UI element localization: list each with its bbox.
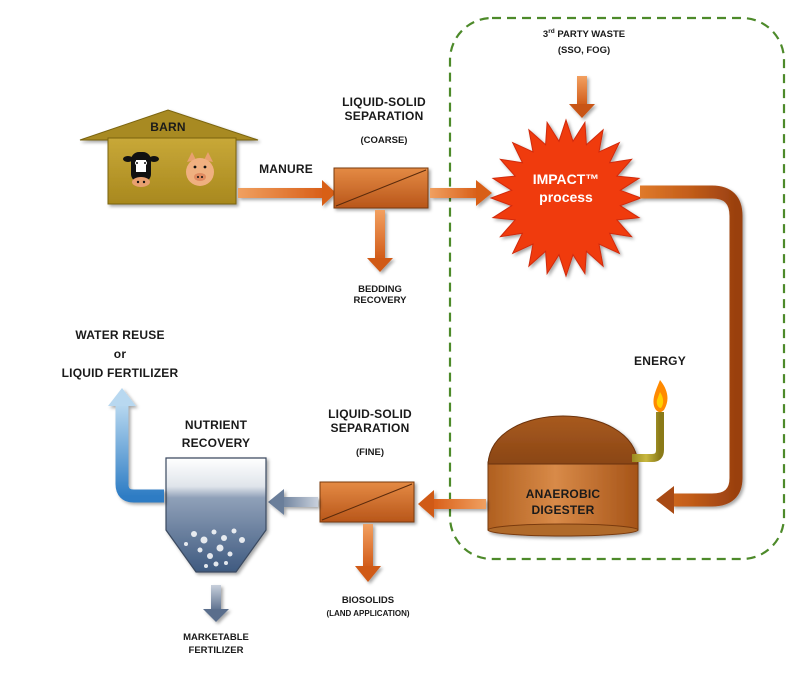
anaerobic-digester [487, 415, 639, 537]
water-reuse-label: WATER REUSE or LIQUID FERTILIZER [61, 328, 179, 381]
digester-arrowhead [656, 486, 674, 514]
biosolids-sub: (LAND APPLICATION) [326, 609, 410, 618]
third-party-waste-label: 3rd PARTY WASTE [542, 28, 626, 41]
barn [79, 109, 259, 205]
bedding-arrow [367, 210, 393, 272]
fertilizer-arrow [203, 585, 229, 622]
to-nutrient-arrow [268, 489, 318, 515]
coarse-separation-title: LIQUID-SOLID SEPARATION [342, 95, 426, 123]
third-party-arrow [569, 76, 595, 118]
impact-starburst [489, 118, 643, 278]
nutrient-recovery-label: NUTRIENT RECOVERY [181, 418, 251, 450]
biosolids-label: BIOSOLIDS [341, 595, 395, 606]
coarse-separator [333, 167, 429, 209]
water-reuse-arrow [108, 388, 164, 503]
biosolids-arrow [355, 524, 381, 582]
fine-separation-title: LIQUID-SOLID SEPARATION [328, 407, 412, 435]
marketable-fertilizer-label: MARKETABLE FERTILIZER [183, 632, 249, 657]
to-fine-separator-arrow [418, 490, 486, 518]
coarse-separation-sub: (COARSE) [360, 135, 408, 146]
fine-separation-sub: (FINE) [356, 447, 384, 458]
barn-label: BARN [150, 120, 186, 134]
cow-icon [123, 152, 159, 187]
fine-separator [319, 481, 415, 523]
manure-arrow [238, 180, 336, 206]
impact-process-label: IMPACT™ process [532, 171, 600, 206]
impact-boundary [448, 16, 786, 561]
to-impact-arrow [430, 180, 492, 206]
manure-label: MANURE [259, 162, 313, 176]
digester-label: ANAEROBIC DIGESTER [525, 487, 601, 518]
energy-pipe [632, 412, 664, 462]
bedding-recovery-label: BEDDING RECOVERY [353, 284, 407, 306]
impact-to-digester-pipe [640, 185, 743, 507]
bubbles [184, 528, 245, 568]
energy-label: ENERGY [634, 354, 686, 368]
third-party-waste-sub: (SSO, FOG) [557, 45, 611, 56]
nutrient-recovery-tank [165, 457, 267, 573]
flame-icon [653, 380, 668, 413]
pig-icon [186, 152, 214, 186]
